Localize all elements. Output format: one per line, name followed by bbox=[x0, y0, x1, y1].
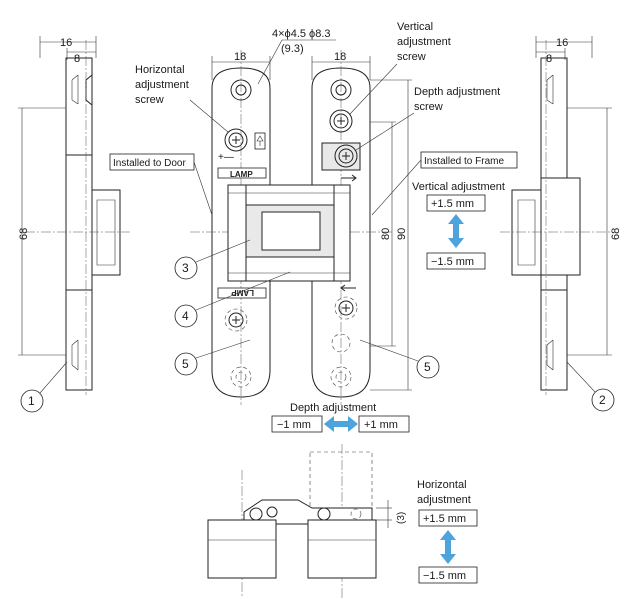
callout-5-right bbox=[416, 355, 440, 379]
label-installed-frame: Installed to Frame bbox=[424, 156, 504, 167]
label-horizontal-screw-2: adjustment bbox=[135, 79, 189, 91]
top-view: (3) Horizontal adjustment +1.5 mm −1.5 m… bbox=[207, 444, 478, 598]
callout-5-left bbox=[174, 352, 198, 376]
vertical-double-arrow bbox=[448, 214, 464, 248]
logo-top: LAMP bbox=[230, 170, 253, 179]
callout-2-label: 2 bbox=[599, 393, 606, 407]
dim-holes-sub: (9.3) bbox=[281, 43, 304, 55]
dim-16-left: 16 bbox=[60, 37, 72, 49]
right-side-view: 16 8 68 bbox=[500, 36, 622, 395]
callout-2 bbox=[591, 388, 615, 412]
label-horizontal-screw-1: Horizontal bbox=[135, 64, 185, 76]
dim-16-right: 16 bbox=[556, 37, 568, 49]
vertical-plus-box bbox=[426, 194, 486, 212]
dim-18-left: 18 bbox=[234, 51, 246, 63]
plus-minus-glyph: +— bbox=[218, 152, 234, 163]
dim-8-left: 8 bbox=[74, 53, 80, 65]
annotations: Horizontal adjustment screw Vertical adj… bbox=[20, 21, 615, 433]
horizontal-plus: +1.5 mm bbox=[423, 513, 466, 525]
label-depth-adjustment: Depth adjustment bbox=[290, 402, 376, 414]
dim-3: (3) bbox=[396, 512, 407, 524]
label-depth-screw-1: Depth adjustment bbox=[414, 86, 500, 98]
label-horizontal-screw-3: screw bbox=[135, 94, 164, 106]
callout-5-left-label: 5 bbox=[182, 357, 189, 371]
callout-5-right-label: 5 bbox=[424, 360, 431, 374]
label-horizontal-adjustment-2: adjustment bbox=[417, 494, 471, 506]
horizontal-minus: −1.5 mm bbox=[423, 570, 466, 582]
depth-plus-box bbox=[358, 415, 410, 433]
horizontal-double-arrow bbox=[440, 530, 456, 564]
dim-8-right: 8 bbox=[546, 53, 552, 65]
dim-18-right: 18 bbox=[334, 51, 346, 63]
horizontal-plus-box bbox=[418, 509, 478, 527]
vertical-minus: −1.5 mm bbox=[431, 256, 474, 268]
front-view-hinge: +— LAMP LAMP 18 bbox=[190, 28, 412, 405]
dim-90: 90 bbox=[396, 228, 408, 240]
label-vertical-screw-3: screw bbox=[397, 51, 426, 63]
callout-1 bbox=[20, 389, 44, 413]
vertical-plus: +1.5 mm bbox=[431, 198, 474, 210]
depth-double-arrow bbox=[324, 416, 358, 432]
dim-68-right: 68 bbox=[610, 228, 622, 240]
depth-minus-box bbox=[271, 415, 323, 433]
label-vertical-adjustment: Vertical adjustment bbox=[412, 181, 505, 193]
horizontal-minus-box bbox=[418, 566, 478, 584]
dim-68-left: 68 bbox=[18, 228, 30, 240]
label-vertical-screw-1: Vertical bbox=[397, 21, 433, 33]
left-side-view: 16 8 68 bbox=[18, 36, 130, 395]
label-vertical-screw-2: adjustment bbox=[397, 36, 451, 48]
callout-3-label: 3 bbox=[182, 261, 189, 275]
dim-holes: 4×ϕ4.5 ϕ8.3 bbox=[272, 28, 331, 40]
callout-3 bbox=[174, 256, 198, 280]
logo-bottom: LAMP bbox=[231, 288, 254, 297]
depth-minus: −1 mm bbox=[277, 419, 311, 431]
callout-4-label: 4 bbox=[182, 309, 189, 323]
callout-1-label: 1 bbox=[28, 394, 35, 408]
callout-4 bbox=[174, 304, 198, 328]
depth-plus: +1 mm bbox=[364, 419, 398, 431]
label-depth-screw-2: screw bbox=[414, 101, 443, 113]
label-installed-door: Installed to Door bbox=[113, 158, 186, 169]
label-horizontal-adjustment-1: Horizontal bbox=[417, 479, 467, 491]
dim-80: 80 bbox=[380, 228, 392, 240]
vertical-minus-box bbox=[426, 252, 486, 270]
